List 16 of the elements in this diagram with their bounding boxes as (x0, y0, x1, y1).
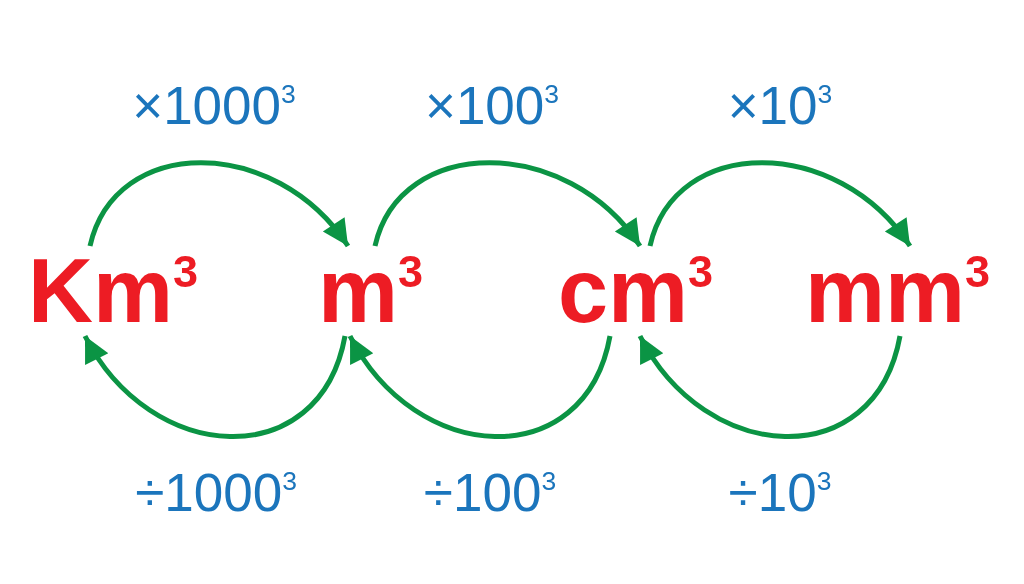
unit-text: mm$^{3}$ (805, 246, 991, 336)
conversion-factor-label: ÷100$^{3}$ (423, 466, 557, 519)
conversion-factor-label: ÷10$^{3}$ (728, 466, 832, 519)
curved-arrow (372, 160, 642, 248)
unit-text: cm$^{3}$ (558, 246, 714, 336)
conversion-factor-label: ÷1000$^{3}$ (135, 466, 297, 519)
curved-arrow (637, 334, 903, 439)
conversion-factor-label: ×10$^{3}$ (727, 79, 833, 132)
conversion-factor-label: ×100$^{3}$ (424, 79, 560, 132)
unit-text: Km$^{3}$ (28, 246, 199, 336)
curved-arrow (82, 334, 348, 439)
curved-arrow (647, 160, 912, 248)
curved-arrow (347, 334, 613, 439)
unit-text: m$^{3}$ (318, 246, 424, 336)
curved-arrow (87, 160, 350, 248)
conversion-factor-label: ×1000$^{3}$ (132, 79, 296, 132)
